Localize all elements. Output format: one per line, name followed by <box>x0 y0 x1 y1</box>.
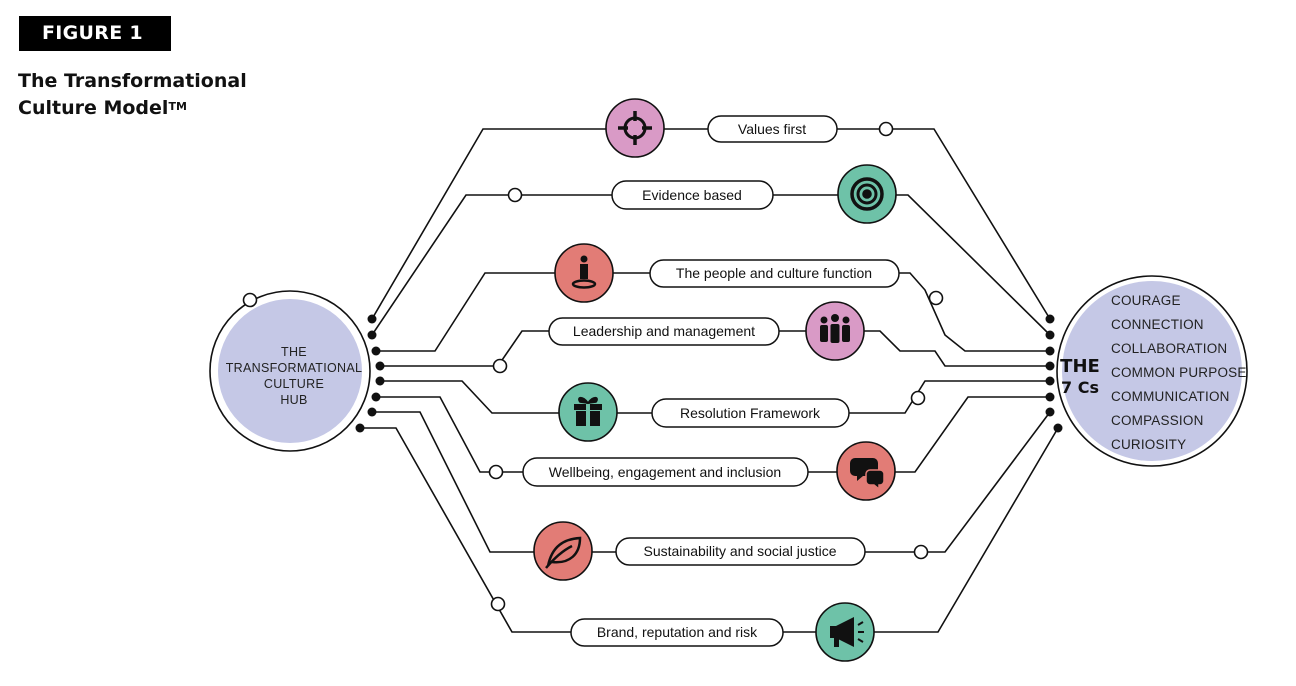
label-sustainability: Sustainability and social justice <box>615 537 866 566</box>
svg-text:Values first: Values first <box>738 121 806 137</box>
trademark-mark: TM <box>168 100 187 113</box>
pathway-icons <box>533 98 897 662</box>
seven-cs-heading-1: THE <box>1060 356 1100 377</box>
svg-text:Sustainability and social just: Sustainability and social justice <box>644 543 837 559</box>
pathway-labels: Values first Evidence based The people a… <box>522 115 900 647</box>
c-item-compassion: COMPASSION <box>1111 413 1204 428</box>
path-line-sustainability <box>372 411 1051 553</box>
speech-bubbles-icon <box>836 441 896 501</box>
hub-line-3: CULTURE <box>264 377 324 391</box>
c-item-communication: COMMUNICATION <box>1111 389 1230 404</box>
leaf-icon <box>533 521 593 581</box>
label-people-culture: The people and culture function <box>649 259 900 288</box>
figure-title: The Transformational Culture ModelTM <box>18 68 318 122</box>
svg-text:Leadership and management: Leadership and management <box>573 323 755 339</box>
label-brand: Brand, reputation and risk <box>570 618 784 647</box>
megaphone-icon <box>815 602 875 662</box>
label-leadership: Leadership and management <box>548 317 780 346</box>
path-line-brand <box>360 427 1059 633</box>
c-item-collaboration: COLLABORATION <box>1111 341 1227 356</box>
seven-cs-circle: THE 7 Cs COURAGE CONNECTION COLLABORATIO… <box>1056 275 1248 467</box>
svg-text:The people and culture functio: The people and culture function <box>676 265 872 281</box>
hub-line-1: THE <box>281 345 307 359</box>
hub-line-2: TRANSFORMATIONAL <box>226 361 363 375</box>
title-line-1: The Transformational <box>18 70 247 92</box>
transformational-culture-hub: THE TRANSFORMATIONAL CULTURE HUB <box>209 290 371 452</box>
hub-line-4: HUB <box>280 393 307 407</box>
seven-cs-heading-2: 7 Cs <box>1061 378 1099 397</box>
label-resolution: Resolution Framework <box>651 398 850 428</box>
c-item-connection: CONNECTION <box>1111 317 1204 332</box>
target-icon <box>837 164 897 224</box>
label-wellbeing: Wellbeing, engagement and inclusion <box>522 457 809 487</box>
svg-text:Wellbeing, engagement and incl: Wellbeing, engagement and inclusion <box>549 464 781 480</box>
c-item-common-purpose: COMMON PURPOSE <box>1111 365 1247 380</box>
group-icon <box>805 301 865 361</box>
svg-text:Brand, reputation and risk: Brand, reputation and risk <box>597 624 758 640</box>
c-item-curiosity: CURIOSITY <box>1111 437 1186 452</box>
c-item-courage: COURAGE <box>1111 293 1181 308</box>
path-line-people-culture <box>376 272 1050 352</box>
open-nodes <box>242 121 944 612</box>
label-evidence-based: Evidence based <box>611 180 774 210</box>
person-icon <box>554 243 614 303</box>
crosshair-icon <box>605 98 665 158</box>
svg-text:Resolution Framework: Resolution Framework <box>680 405 821 421</box>
gift-icon <box>558 382 618 442</box>
endpoint-dots <box>355 314 1063 433</box>
title-line-2: Culture Model <box>18 97 169 119</box>
label-values-first: Values first <box>707 115 838 143</box>
path-line-resolution <box>380 380 1050 414</box>
figure-badge: FIGURE 1 <box>19 16 171 51</box>
svg-text:Evidence based: Evidence based <box>642 187 742 203</box>
